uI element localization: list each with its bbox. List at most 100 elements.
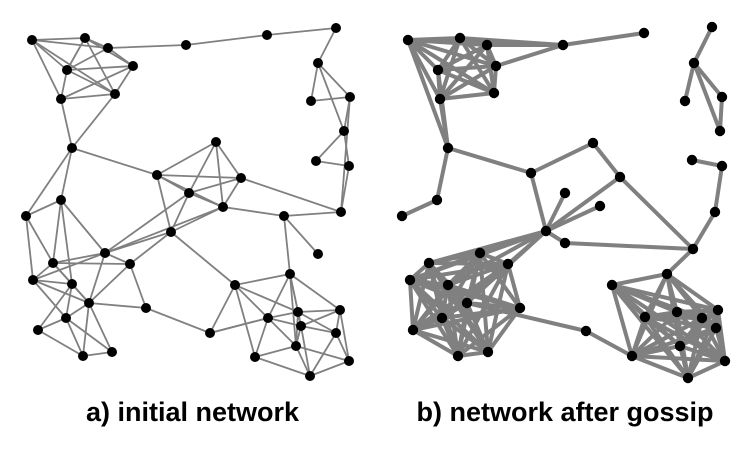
initial-network-node-12: [345, 92, 355, 102]
initial-network-node-0: [27, 35, 37, 45]
after-gossip-edge-29: [718, 95, 724, 133]
after-gossip-node-25: [594, 200, 606, 212]
initial-network-node-48: [291, 341, 301, 351]
after-gossip-node-30: [423, 257, 435, 269]
initial-network-edge-123: [209, 317, 269, 334]
after-gossip-node-16: [709, 206, 721, 218]
initial-network-edge-66: [32, 252, 106, 281]
initial-network-node-34: [141, 303, 151, 313]
after-gossip-node-4: [490, 60, 502, 72]
initial-network-edge-65: [52, 252, 106, 264]
initial-network-edge-119: [295, 345, 311, 377]
after-gossip-node-40: [606, 279, 618, 291]
initial-network-node-41: [285, 269, 295, 279]
initial-network-edge-105: [267, 317, 297, 347]
after-gossip-node-19: [431, 194, 443, 206]
after-gossip-edge-42: [529, 141, 595, 175]
after-gossip-edge-106: [440, 316, 490, 354]
initial-network-edge-103: [267, 317, 302, 327]
initial-network-edge-52: [215, 141, 224, 208]
after-gossip-node-26: [540, 225, 552, 237]
initial-network-node-49: [305, 371, 315, 381]
initial-network-node-29: [125, 259, 135, 269]
initial-network-edge-53: [188, 177, 242, 194]
initial-network-edge-107: [297, 309, 341, 313]
initial-network-edge-76: [32, 279, 67, 319]
initial-network-edge-3: [31, 39, 62, 100]
after-gossip-edge-86: [408, 278, 415, 332]
initial-network-edge-32: [340, 96, 351, 213]
after-gossip-node-20: [396, 210, 408, 222]
after-gossip-edge-155: [714, 326, 727, 363]
after-gossip-node-17: [687, 243, 699, 255]
initial-network-node-27: [166, 227, 176, 237]
initial-network-node-33: [67, 279, 77, 289]
after-gossip-node-13: [714, 125, 726, 137]
initial-network-edge-89: [145, 307, 211, 334]
nodes-initial-network: [21, 23, 355, 381]
after-gossip-node-22: [587, 137, 599, 149]
after-gossip-node-38: [482, 346, 494, 358]
initial-network-edge-67: [88, 252, 106, 304]
after-gossip-node-45: [710, 322, 722, 334]
caption-network-after-gossip: b) network after gossip: [416, 397, 714, 427]
after-gossip-node-10: [688, 57, 700, 69]
after-gossip-edge-158: [630, 354, 690, 380]
initial-network-edge-104: [254, 317, 269, 358]
after-gossip-node-42: [671, 306, 683, 318]
initial-network-node-14: [311, 156, 321, 166]
initial-network-node-6: [110, 89, 120, 99]
after-gossip-edge-111: [584, 329, 634, 358]
initial-network-edge-0: [31, 37, 86, 41]
after-gossip-edge-161: [678, 344, 727, 363]
after-gossip-edge-27: [683, 61, 696, 103]
initial-network-node-17: [279, 211, 289, 221]
initial-network-edge-85: [65, 317, 113, 353]
initial-network-edge-8: [84, 37, 116, 95]
initial-network-node-44: [296, 321, 306, 331]
after-gossip-edge-23: [494, 43, 565, 68]
after-gossip-node-46: [626, 350, 638, 362]
initial-network-edge-33: [283, 211, 342, 217]
initial-network-edge-118: [254, 345, 297, 358]
initial-network-node-31: [28, 275, 38, 285]
initial-network-edge-49: [156, 174, 172, 233]
after-gossip-node-36: [407, 324, 419, 336]
after-gossip-node-39: [580, 325, 592, 337]
initial-network-edge-51: [215, 141, 242, 179]
initial-network-node-3: [62, 65, 72, 75]
initial-network-node-46: [331, 328, 341, 338]
initial-network-edge-68: [52, 262, 131, 265]
initial-network-node-4: [128, 61, 138, 71]
after-gossip-edge-73: [456, 262, 510, 358]
after-gossip-node-49: [719, 355, 731, 367]
initial-network-edge-36: [60, 147, 73, 201]
after-gossip-edge-159: [630, 354, 727, 363]
initial-network-node-25: [236, 173, 246, 183]
initial-network-edge-40: [60, 199, 106, 254]
initial-network-node-43: [293, 307, 303, 317]
initial-network-edge-75: [32, 279, 73, 285]
initial-network-edge-35: [283, 215, 291, 275]
initial-network-node-15: [344, 161, 354, 171]
initial-network-edge-19: [60, 98, 73, 149]
initial-network-node-18: [313, 249, 323, 259]
initial-network-edge-111: [300, 325, 337, 334]
after-gossip-edge-153: [678, 326, 718, 348]
after-gossip-node-8: [638, 27, 650, 39]
initial-network-edge-97: [267, 273, 291, 319]
after-gossip-edge-74: [486, 262, 510, 354]
initial-network-node-16: [336, 207, 346, 217]
initial-network-node-21: [21, 211, 31, 221]
initial-network-node-35: [61, 313, 71, 323]
after-gossip-node-11: [679, 95, 691, 107]
after-gossip-node-9: [706, 21, 718, 33]
after-gossip-edge-35: [563, 241, 695, 251]
initial-network-node-32: [84, 298, 94, 308]
initial-network-edge-14: [66, 69, 116, 95]
after-gossip-node-29: [502, 258, 514, 270]
initial-network-edge-20: [185, 34, 268, 46]
initial-network-edge-100: [289, 273, 341, 311]
after-gossip-edge-46: [544, 191, 567, 233]
